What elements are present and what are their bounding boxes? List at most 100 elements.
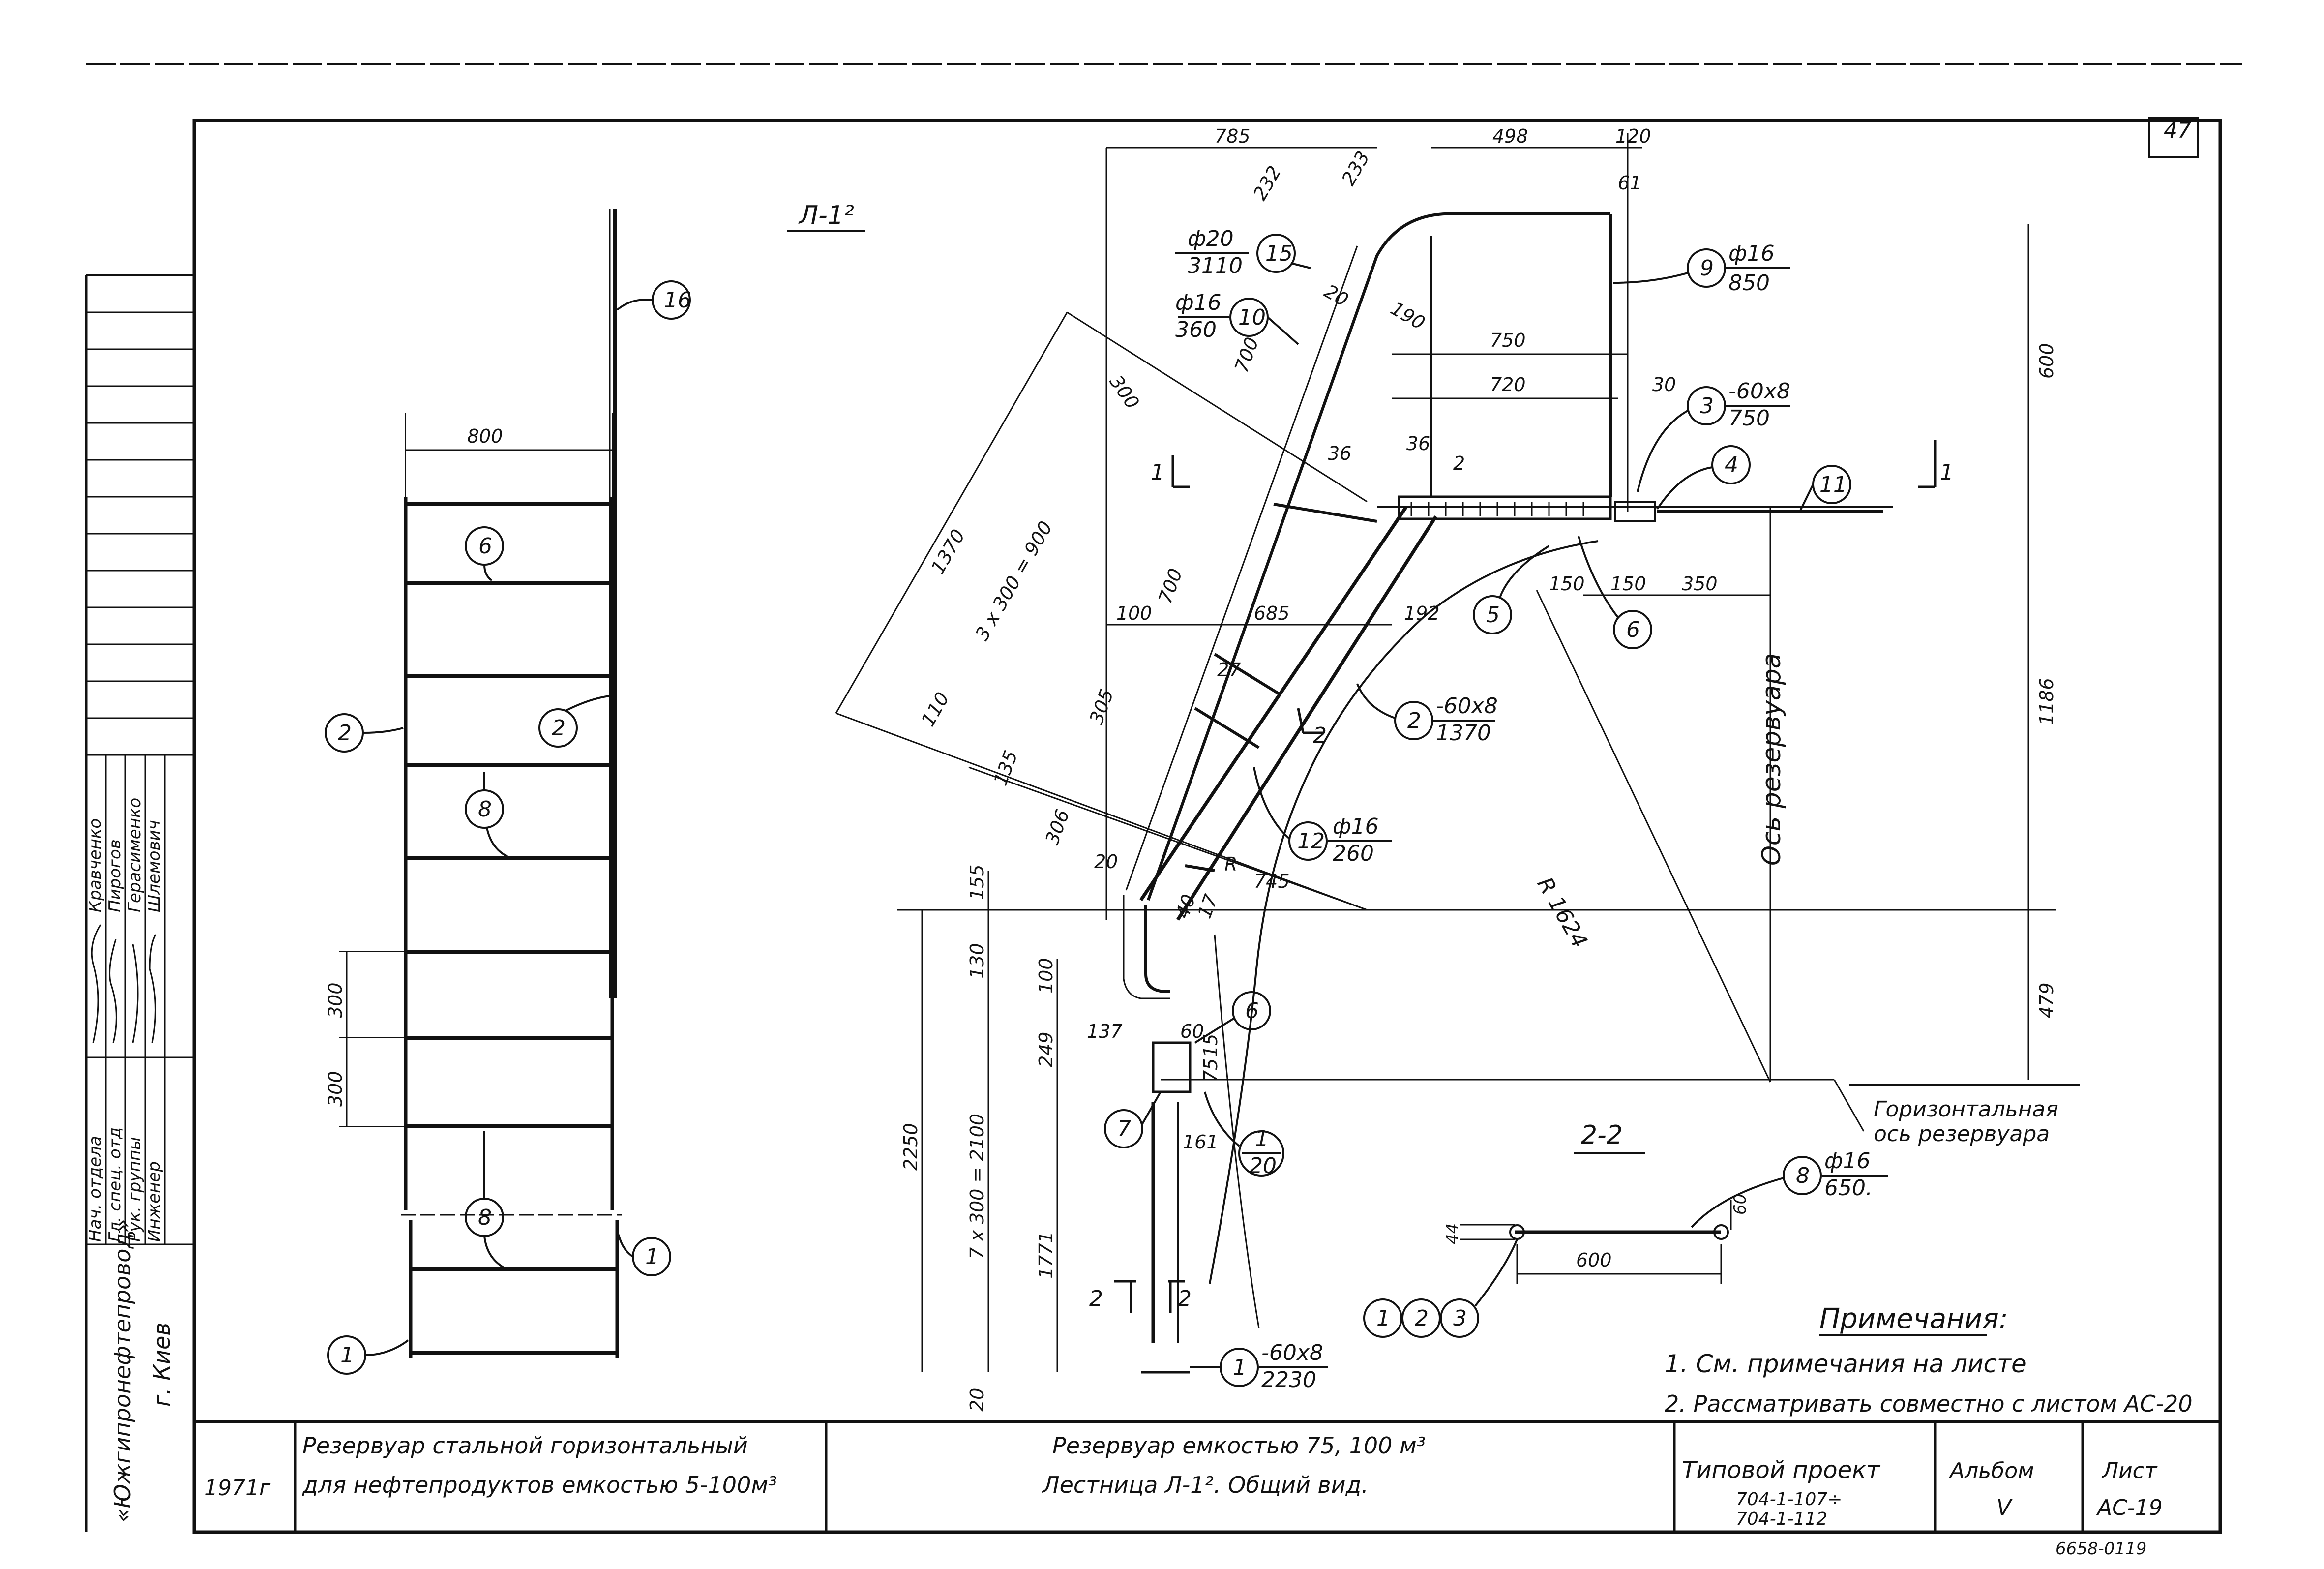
section-1-right: 1 [1940,460,1954,485]
dim-745: 745 [1254,871,1290,892]
notes-title: Примечания: [1819,1303,2008,1335]
callout-8: 8 [1796,1163,1810,1188]
project-codes-1: 704-1-107÷ [1736,1489,1842,1509]
dim-306: 306 [1041,807,1073,847]
signatures [91,924,157,1043]
callout-16: 16 [664,288,691,313]
callout-6: 6 [478,534,492,559]
callout-8-spec-top: ф16 [1824,1148,1871,1174]
album-label: Альбом [1948,1458,2034,1483]
section-2-mark-a: 2 [1313,723,1327,748]
tank-axis-label: Ось резервуара [1757,653,1787,866]
dim-100: 100 [1116,603,1152,624]
section-1-left: 1 [1151,460,1164,485]
callout-6: 6 [1626,617,1640,642]
callout-4: 4 [1725,453,1738,478]
dim-137: 137 [1087,1021,1123,1042]
callout-9: 9 [1700,256,1714,281]
callout-1-frac-top: 1 [1255,1126,1269,1151]
sheet-label: Лист [2101,1458,2158,1483]
dim-2250: 2250 [900,1123,922,1171]
section-2-mark-b: 2 [1089,1286,1103,1311]
name-3: Герасименко [125,798,145,912]
role-4: Инженер [145,1161,164,1242]
callout-5: 5 [1486,603,1500,628]
callout-15-spec-bot: 3110 [1188,253,1243,278]
sheet-title-2: Лестница Л-1². Общий вид. [1042,1472,1369,1498]
callout-1-frac-bot: 20 [1249,1153,1277,1178]
dim-20a: 20 [1321,280,1352,311]
callout-7: 7 [1117,1116,1131,1142]
dim-2: 2 [1453,453,1465,474]
dim-785: 785 [1215,125,1251,147]
dim-600: 600 [2036,343,2057,379]
dim-20b: 20 [1094,851,1118,873]
view-title-l12: Л-1² [798,201,854,230]
sheet-value: АС-19 [2096,1495,2163,1520]
callout-10-spec-bot: 360 [1175,317,1217,342]
year: 1971г [204,1476,271,1501]
callout-15-spec-top: ф20 [1188,226,1234,251]
project-line-2: для нефтепродуктов емкостью 5-100м³ [302,1472,777,1498]
section-2-mark-c: 2 [1178,1286,1192,1311]
callout-sec-2: 2 [1415,1306,1429,1331]
role-2: Гл. спец. отд [105,1127,125,1242]
callout-1: 1 [1233,1355,1247,1380]
dim-161: 161 [1183,1131,1219,1153]
name-4: Шлемович [145,820,164,912]
dim-150b: 150 [1610,573,1646,595]
section-2-2-title: 2-2 [1581,1120,1623,1150]
callout-3-spec-top: -60x8 [1728,379,1790,404]
dim-120: 120 [1615,125,1651,147]
dim-3x300: 3 x 300 = 900 [971,517,1057,644]
callout-8b: 8 [478,1205,492,1230]
dim-190: 190 [1387,298,1429,334]
dim-305: 305 [1085,686,1118,727]
callout-8-spec-bot: 650. [1824,1176,1873,1201]
dim-192: 192 [1404,603,1440,624]
callout-10: 10 [1238,305,1266,330]
callout-12-spec-bot: 260 [1333,841,1374,866]
dim-r: R [1224,853,1237,875]
callout-2-spec-top: -60x8 [1436,694,1498,719]
callout-1b: 1 [340,1343,354,1368]
dim-720: 720 [1490,374,1526,395]
dim-40: 40 [1171,892,1200,921]
archive-number: 6658-0119 [2056,1539,2146,1559]
callout-2-spec-bot: 1370 [1436,721,1491,746]
callout-8a: 8 [478,797,492,822]
dim-17: 17 [1193,892,1222,921]
left-stamp: Нач. отдела Гл. спец. отд Рук. группы Ин… [85,274,194,1532]
dim-479: 479 [2036,982,2057,1018]
ladder-front-view: 800 300 300 16 6 2 2 8 8 1 1 [325,209,691,1375]
sheet-frame [192,119,2222,1534]
callout-6b: 6 [1245,998,1259,1024]
radius-line [1536,590,1771,1083]
dim-350: 350 [1682,573,1718,595]
callout-11: 11 [1819,472,1847,497]
role-3: Рук. группы [125,1137,145,1242]
dim-135: 135 [989,748,1022,788]
dimensions: 785 498 120 61 232 233 20 190 750 720 30… [900,125,2057,1412]
ladder-side-view: Л-1² [787,125,2080,1412]
callout-10-spec-top: ф16 [1175,290,1222,315]
dim-685: 685 [1254,603,1290,624]
dim-300: 300 [1105,371,1144,413]
dim-233: 233 [1338,148,1374,189]
callout-3: 3 [1700,393,1714,419]
project-codes-2: 704-1-112 [1736,1509,1827,1529]
callout-1a: 1 [645,1244,659,1269]
callout-texts: 15 ф20 3110 10 ф16 360 9 ф16 850 3 -60x8… [1117,226,1847,1392]
dim-61: 61 [1618,172,1641,194]
dim-1186: 1186 [2036,678,2057,725]
dim-step-1: 300 [325,982,346,1018]
dim-44: 44 [1443,1223,1462,1244]
dim-36a: 36 [1328,443,1351,464]
dim-700b: 700 [1154,566,1187,606]
dim-800: 800 [467,425,503,447]
typical-project: Типовой проект [1682,1456,1881,1484]
callout-1-spec-top: -60x8 [1261,1340,1323,1365]
notes-line-2: 2. Рассматривать совместно с листом АС-2… [1665,1390,2193,1417]
callout-1-spec-bot: 2230 [1261,1367,1316,1392]
horizontal-axis-label-2: ось резервуара [1874,1121,2050,1147]
